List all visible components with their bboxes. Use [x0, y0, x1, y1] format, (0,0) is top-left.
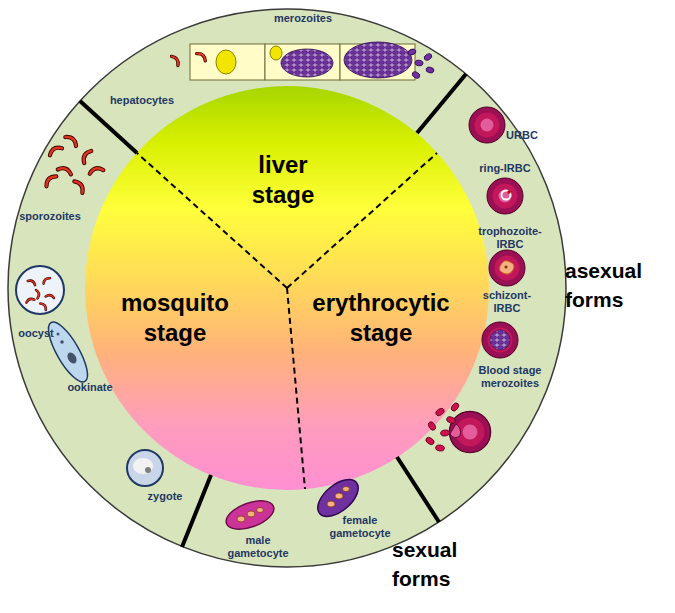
stage-form-label: zygote — [130, 490, 200, 503]
sporozoite — [36, 290, 40, 299]
stage-name: mosquito stage — [108, 288, 242, 348]
stage-form-label: male gametocyte — [224, 534, 292, 560]
zygote-nucleus — [145, 467, 151, 473]
gametocyte-pigment — [257, 508, 264, 513]
zygote-cell — [127, 450, 163, 486]
trophozoite-parasite — [499, 261, 514, 274]
gametocyte-pigment — [327, 501, 335, 507]
liver-merozoite — [423, 53, 433, 62]
ring-divider — [397, 457, 439, 522]
gametocyte-pigment — [237, 516, 245, 522]
hepatocyte-cell — [190, 44, 265, 80]
liver-merozoite — [407, 48, 416, 56]
rbc-rupture — [450, 424, 461, 438]
sporozoite — [40, 302, 47, 310]
stage-form-label: URBC — [497, 129, 547, 142]
stage-name: liver stage — [233, 150, 333, 210]
stage-sector: mosquito stage — [108, 284, 242, 352]
bursting-rbc — [449, 411, 490, 452]
stage-separator — [287, 153, 437, 288]
sporozoite — [44, 174, 56, 186]
group-label: sexual forms — [392, 535, 482, 593]
hepatocyte-nucleus — [270, 46, 282, 60]
hepatocyte-row — [171, 42, 434, 80]
sporozoite — [26, 298, 35, 303]
sporozoite — [89, 167, 103, 174]
oocyst-cell — [16, 266, 64, 314]
schizont-parasite — [490, 330, 510, 350]
sporozoite — [48, 145, 62, 155]
ookinete-nucleus — [66, 351, 79, 365]
schizont-rbc — [482, 322, 518, 358]
stage-form-label: sporozoites — [12, 210, 88, 223]
trophozoite-pigment — [504, 265, 507, 268]
stage-form-label: ring-IRBC — [465, 162, 545, 175]
sporozoite — [46, 294, 55, 298]
sporozoite — [81, 149, 91, 163]
sporozoite — [42, 277, 50, 284]
stage-disc — [85, 86, 489, 490]
ring-parasite — [502, 191, 511, 200]
stage-form-label: female gametocyte — [326, 514, 394, 540]
liver-merozoite — [411, 71, 421, 80]
trophozoite-rbc — [489, 250, 525, 286]
stage-form-label: trophozoite-IRBC — [470, 225, 550, 251]
zygote-interior — [133, 458, 153, 474]
liver-merozoite — [425, 66, 434, 73]
uninfected-rbc — [469, 107, 505, 143]
blood-merozoite — [450, 402, 460, 413]
ring-divider — [182, 475, 211, 547]
sporozoite — [197, 51, 207, 60]
stage-form-label: Blood stage merozoites — [472, 364, 548, 390]
ring-divider — [417, 74, 466, 133]
erythrocytic-cells — [425, 107, 525, 453]
sporozoite — [171, 55, 180, 66]
gametocyte-pigment — [335, 493, 343, 499]
sporozoite — [65, 134, 78, 146]
ookinete-granule — [60, 340, 64, 344]
stage-sector: erythrocytic stage — [300, 284, 462, 352]
stage-sector: liver stage — [233, 146, 333, 214]
blood-merozoite — [435, 407, 446, 417]
liver-schizont — [281, 49, 333, 77]
life-cycle-ring — [8, 9, 566, 567]
ookinete-granule — [57, 333, 60, 336]
ring-chromatin — [507, 190, 511, 194]
liver-merozoite — [415, 60, 424, 67]
blood-merozoite — [446, 416, 457, 425]
blood-merozoite — [435, 444, 445, 451]
male-gametocyte-cell — [222, 495, 277, 535]
group-label: asexual forms — [565, 256, 665, 314]
blood-merozoite — [427, 421, 437, 432]
liver-schizont — [344, 42, 412, 78]
sporozoite — [74, 179, 85, 192]
blood-merozoite — [425, 436, 436, 446]
stage-name: erythrocytic stage — [300, 288, 462, 348]
stage-form-label: oocyst — [8, 327, 64, 340]
stage-form-label: schizont-IRBC — [476, 289, 538, 315]
stage-form-label: ookinate — [55, 381, 125, 394]
sporozoite — [58, 166, 72, 174]
stage-form-label: merozoites — [258, 12, 348, 25]
ring-rbc — [487, 178, 523, 214]
ring-dividers — [80, 74, 466, 547]
hepatocyte-nucleus — [216, 50, 236, 74]
sporozoite — [28, 279, 36, 285]
gametocyte-pigment — [343, 487, 350, 492]
stage-separator — [287, 288, 305, 489]
gametocyte-pigment — [247, 511, 255, 517]
blood-merozoite — [440, 429, 450, 436]
ring-divider — [80, 101, 137, 153]
hepatocyte-cell — [265, 44, 340, 80]
stage-form-label: hepatocytes — [97, 94, 187, 107]
